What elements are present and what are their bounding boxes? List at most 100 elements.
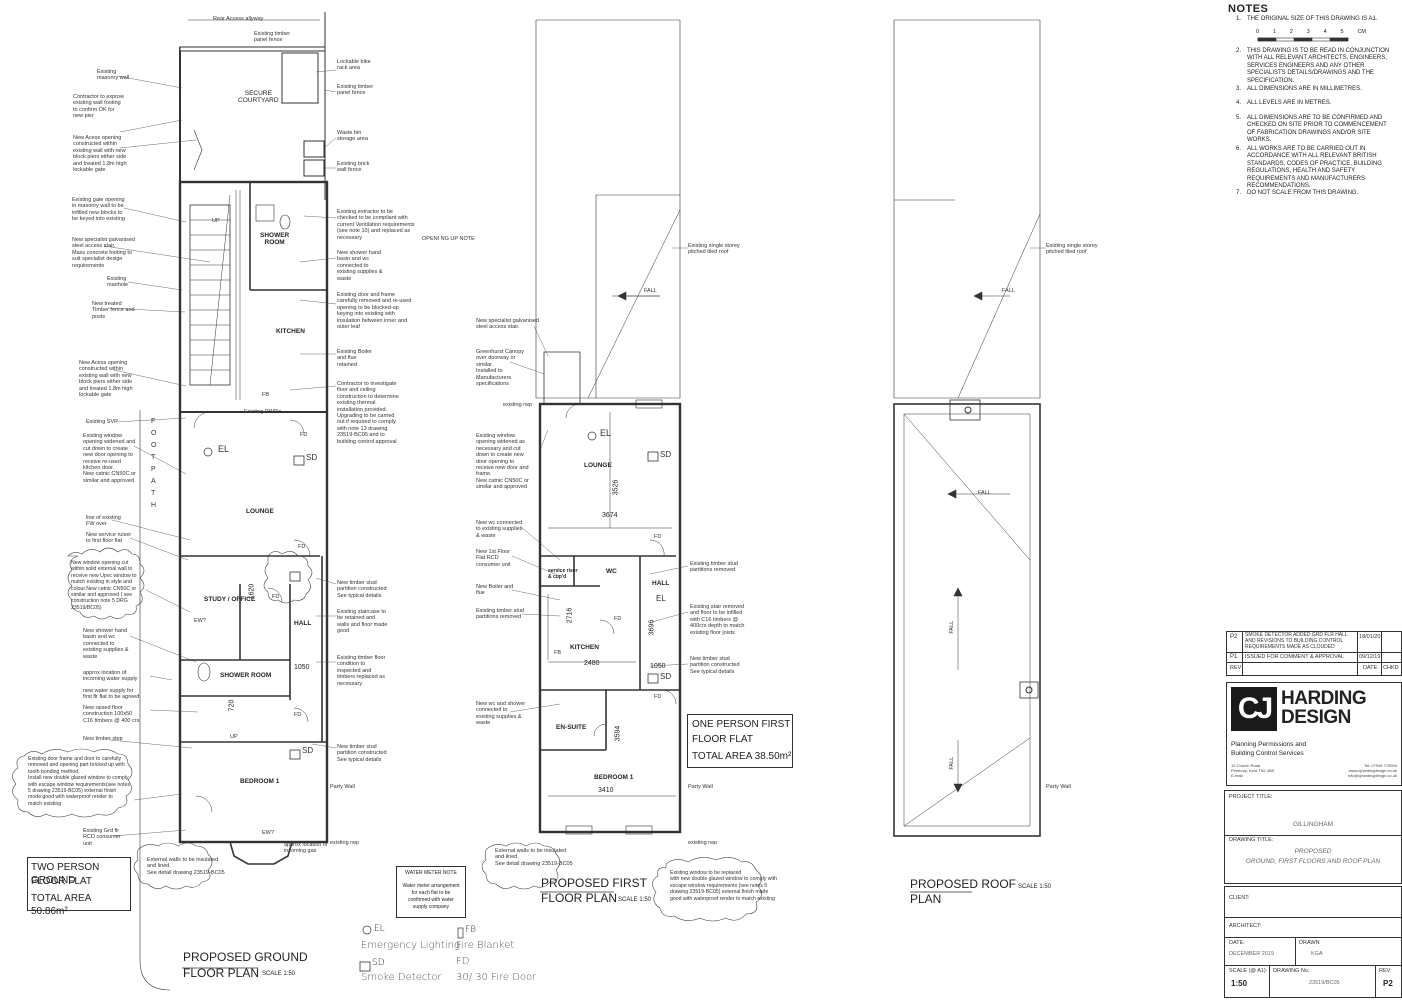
dim-720: 720 <box>228 699 236 712</box>
annotation-water-supply: approx location of incoming water supply <box>83 670 138 683</box>
revision-date: 18/01/20 <box>1359 634 1381 640</box>
revision-divider <box>1357 632 1358 675</box>
first-fd-2: FD <box>614 616 622 622</box>
revision-divider <box>1242 632 1243 675</box>
annotation-shower-basin: New shower hand basin and wc connected t… <box>83 628 129 660</box>
scale-unit: CM <box>1357 29 1366 35</box>
first-plan-title-2: FLOOR PLAN <box>541 891 618 905</box>
scale-tick: 2 <box>1289 29 1293 35</box>
room-label-hall: HALL <box>294 620 312 627</box>
first-dim-2480: 2480 <box>584 660 600 667</box>
company-tagline: Planning Permissions and Building Contro… <box>1231 741 1307 757</box>
client-label: CLIENT: <box>1229 895 1250 901</box>
ground-area-line3: TOTAL AREA 50.86m² <box>31 893 91 917</box>
label-ew-1: EW? <box>194 618 206 624</box>
first-annot-rwp-1: existing rwp <box>503 402 533 408</box>
first-dim-3696: 3696 <box>648 619 656 636</box>
legend-emergency-lighting: Emergency Lighting <box>361 940 460 951</box>
details-divider <box>1269 965 1270 997</box>
label-fd-3: FD <box>294 712 302 718</box>
roof-annot-pitched: Existing single storey pitched tiled roo… <box>1046 243 1098 256</box>
first-room-wc: WC <box>606 568 617 575</box>
scale-tick: 4 <box>1323 29 1327 35</box>
rev-label: REV: <box>1379 968 1392 974</box>
scale-tick: 3 <box>1306 29 1310 35</box>
first-annot-steel-stair: New specialist galvanised steel access s… <box>476 318 539 331</box>
label-existing-rwps: Existing RWP's <box>244 409 282 415</box>
first-annot-stair-removed: Existing stair removed and floor to be i… <box>690 604 745 636</box>
first-dim-1050: 1050 <box>650 663 666 670</box>
details-divider <box>1225 937 1401 938</box>
annotation-stud-partition-2: New timber stud partition constructed Se… <box>337 744 387 763</box>
first-annot-party-wall: Party Wall <box>688 784 713 790</box>
revision-row-p1: P1 ISSUED FOR COMMENT & APPROVAL 09/12/1… <box>1227 652 1401 663</box>
annotation-steel-stair: New specialist galvanised steel access s… <box>72 237 135 269</box>
annotation-existing-masonry-wall: Existing masonry wall <box>97 69 130 82</box>
first-annot-window-door: Existing window opening widened as neces… <box>476 433 529 491</box>
date-label: DATE: <box>1229 940 1245 946</box>
annotation-stud-partition-1: New timber stud partition constructed Se… <box>337 580 387 599</box>
note-4: 4. ALL LEVELS ARE IN METRES. <box>1236 100 1396 107</box>
annotation-door-frame-reused: Existing door and frame carefully remove… <box>337 292 412 331</box>
first-room-lounge: LOUNGE <box>584 462 612 469</box>
note-number: 5. <box>1236 115 1242 121</box>
details-divider <box>1295 937 1296 965</box>
ground-plan-scale: SCALE 1:50 <box>262 971 296 977</box>
label-el: EL <box>218 444 230 454</box>
notes-scale-bar: 0 1 2 3 4 5 CM <box>1256 29 1366 35</box>
note-number: 4. <box>1236 100 1242 106</box>
label-fd-2: FD <box>272 594 280 600</box>
notes-title: NOTES <box>1228 3 1269 15</box>
first-annot-external-walls: External walls to be insulated and lined… <box>495 848 573 867</box>
company-logo-line2: DESIGN <box>1281 707 1351 728</box>
revision-header-row: REV DATE CHKD <box>1227 663 1401 674</box>
legend-fire-blanket: Fire Blanket <box>456 940 515 951</box>
label-fb: FB <box>262 392 270 398</box>
scale-value: 1:50 <box>1231 979 1248 988</box>
note-number: 7. <box>1236 190 1242 196</box>
first-fb: FB <box>554 650 562 656</box>
revision-desc: SMOKE DETECTOR ADDED GRD FLR HALL AND RE… <box>1245 632 1348 650</box>
first-area-line3: TOTAL AREA 38.50m² <box>692 751 792 762</box>
room-label-lounge: LOUNGE <box>246 508 274 515</box>
first-annot-pitched-roof: Existing single storey pitched tiled roo… <box>688 243 740 256</box>
room-label-courtyard: SECURE COURTYARD <box>238 90 279 104</box>
first-sd-1: SD <box>660 450 672 459</box>
annotation-existing-rwp: existing rwp <box>330 840 360 846</box>
water-meter-note: WATER METER NOTE Water meter arrangement… <box>396 866 466 918</box>
drawn-value: KGA <box>1311 951 1323 957</box>
annotation-brick-wall: Existing brick wall fence <box>337 161 370 174</box>
note-6: 6.ALL WORKS ARE TO BE CARRIED OUT IN ACC… <box>1236 146 1396 190</box>
legend-fire-door: 30/ 30 Fire Door <box>456 972 537 983</box>
annotation-rcd-unit: Existing Grd flr RCD consumer unit <box>83 828 121 847</box>
note-text: ALL LEVELS ARE IN METRES. <box>1247 100 1332 106</box>
roof-plan-title-2: PLAN <box>910 892 942 906</box>
note-2: 2.THIS DRAWING IS TO BE READ IN CONJUNCT… <box>1236 48 1396 85</box>
first-room-hall: HALL <box>652 580 670 587</box>
roof-fall-1: FALL <box>1002 288 1015 294</box>
roof-party-wall: Party Wall <box>1046 784 1071 790</box>
note-5: 5.ALL DIMENSIONS ARE TO BE CONFIRMED AND… <box>1236 115 1396 145</box>
annotation-expose-footing: Contractor to expose existing wall footi… <box>73 94 125 120</box>
drawing-title-label: DRAWING TITLE: <box>1229 837 1274 843</box>
roof-fall-3: FALL <box>949 620 956 634</box>
first-annot-boiler: New Boiler and flue <box>476 584 514 597</box>
details-divider <box>1375 965 1376 997</box>
annotation-opening-up-note: OPENI NG UP NOTE <box>422 236 475 242</box>
annotation-water-first-floor: new water supply for first flr flat to b… <box>83 688 140 701</box>
scale-tick: 1 <box>1272 29 1276 35</box>
company-contact: Tel: 07946 775594 www.cjhardingdesign.co… <box>1347 763 1397 778</box>
scale-label: SCALE (@ A1): <box>1229 968 1268 974</box>
annotation-boiler: Existing Boiler and flue retained <box>337 349 372 368</box>
ground-area-line2: FLOOR FLAT <box>31 876 92 887</box>
annotation-rear-access: Rear Access allyway <box>213 16 264 22</box>
annotation-manhole: Existing manhole <box>107 276 129 289</box>
first-annot-window-replaced: Existing window to be replaced with new … <box>670 870 777 902</box>
scale-tick: 5 <box>1340 29 1344 35</box>
first-annot-canopy: Greenhurst Canopy over doorway or simila… <box>476 349 524 388</box>
legend-smoke-detector: Smoke Detector <box>361 972 442 983</box>
annotation-party-wall: Party Wall <box>330 784 355 790</box>
annotation-timber-step: New timber step <box>83 736 123 742</box>
company-block: CJ HARDING DESIGN Planning Permissions a… <box>1226 682 1402 786</box>
